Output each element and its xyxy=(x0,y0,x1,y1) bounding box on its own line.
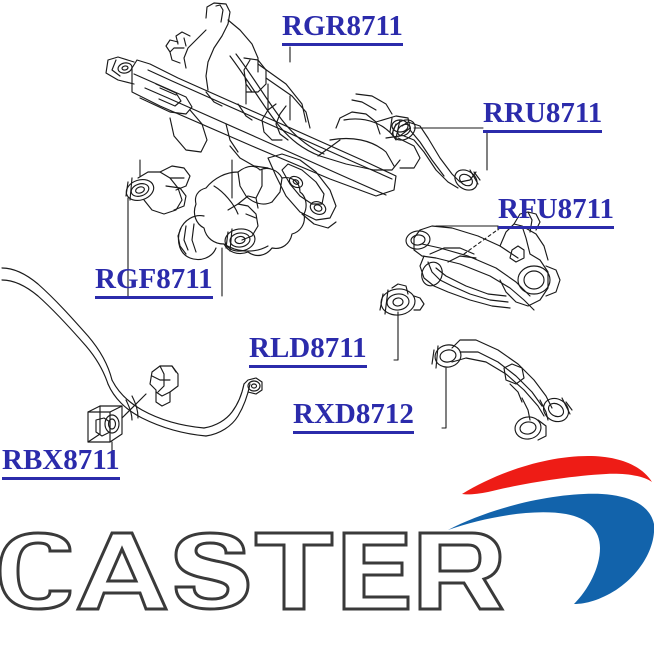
part-label-rfu8711[interactable]: RFU8711 xyxy=(498,195,614,229)
caster-logo-wordmark xyxy=(0,531,505,611)
part-label-rru8711-text: RRU8711 xyxy=(483,99,603,133)
swoosh-red-blade xyxy=(462,456,652,495)
part-label-rbx8711-text: RBX8711 xyxy=(2,446,120,480)
part-label-rgf8711[interactable]: RGF8711 xyxy=(95,265,213,299)
part-label-rgr8711[interactable]: RGR8711 xyxy=(282,12,403,46)
part-label-rxd8712-text: RXD8712 xyxy=(293,400,414,434)
part-label-rbx8711[interactable]: RBX8711 xyxy=(2,446,120,480)
rear-upper-control-arm xyxy=(391,119,481,191)
differential-housing xyxy=(125,165,307,261)
part-label-rld8711[interactable]: RLD8711 xyxy=(249,334,367,368)
swoosh-blue-blade xyxy=(448,493,654,604)
part-label-rgf8711-text: RGF8711 xyxy=(95,265,213,299)
rear-lower-lateral-link xyxy=(431,339,573,441)
part-label-rld8711-text: RLD8711 xyxy=(249,334,367,368)
part-label-rfu8711-text: RFU8711 xyxy=(498,195,614,229)
part-label-rxd8712[interactable]: RXD8712 xyxy=(293,400,414,434)
part-label-rgr8711-text: RGR8711 xyxy=(282,12,403,46)
part-label-rru8711[interactable]: RRU8711 xyxy=(483,99,603,133)
caster-logo-swoosh xyxy=(448,456,654,604)
